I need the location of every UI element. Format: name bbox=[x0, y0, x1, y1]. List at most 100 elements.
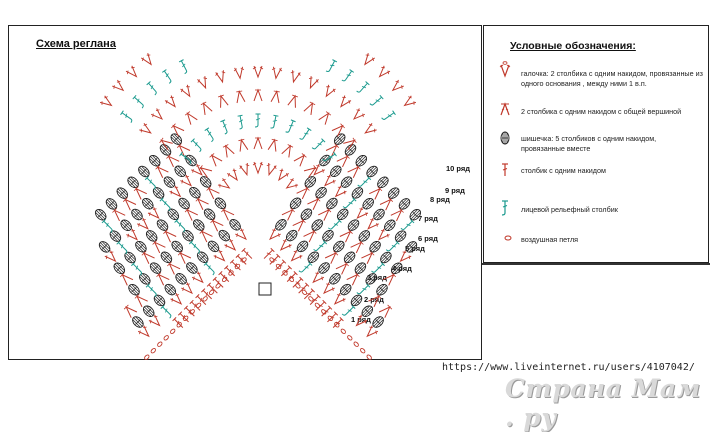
v-stitch bbox=[356, 207, 369, 219]
b-stitch bbox=[329, 273, 341, 285]
row-label-7: 7 ряд bbox=[418, 214, 438, 223]
v-stitch bbox=[285, 178, 299, 189]
c-stitch bbox=[308, 296, 314, 302]
v-stitch bbox=[139, 122, 152, 134]
a-stitch bbox=[177, 250, 192, 264]
c-stitch bbox=[176, 322, 182, 328]
crochet-diagram bbox=[94, 53, 512, 360]
a-stitch bbox=[133, 186, 147, 200]
b-stitch bbox=[142, 305, 155, 317]
d-stitch bbox=[292, 276, 304, 288]
a-stitch bbox=[152, 239, 166, 254]
v-stitch bbox=[364, 53, 375, 66]
a-stitch bbox=[155, 164, 169, 178]
c-stitch bbox=[241, 257, 247, 263]
c-stitch bbox=[157, 341, 163, 347]
a-stitch bbox=[343, 137, 357, 151]
galochka-icon bbox=[499, 61, 511, 78]
b-stitch bbox=[347, 219, 360, 231]
c-stitch bbox=[208, 289, 215, 296]
v-stitch bbox=[269, 228, 281, 241]
t-stitch bbox=[298, 261, 313, 273]
bobble-icon bbox=[500, 131, 510, 145]
v-stitch bbox=[279, 239, 292, 251]
b-stitch bbox=[167, 208, 180, 221]
scheme-frame bbox=[8, 25, 482, 360]
v-stitch bbox=[197, 76, 208, 90]
a-stitch bbox=[166, 153, 180, 168]
b-stitch bbox=[344, 144, 357, 156]
b-stitch bbox=[326, 197, 338, 210]
c-stitch bbox=[228, 270, 234, 276]
b-stitch bbox=[105, 198, 118, 210]
v-stitch bbox=[150, 108, 164, 120]
t-stitch bbox=[120, 110, 133, 123]
b-stitch bbox=[113, 262, 126, 275]
b-stitch bbox=[120, 219, 132, 232]
a-stitch bbox=[123, 304, 138, 318]
a-stitch bbox=[335, 261, 349, 275]
v-stitch bbox=[217, 178, 231, 189]
c-stitch bbox=[234, 263, 241, 270]
v-stitch bbox=[233, 66, 245, 80]
b-stitch bbox=[185, 154, 197, 167]
a-stitch bbox=[292, 218, 306, 232]
a-stitch bbox=[217, 94, 229, 108]
b-stitch bbox=[189, 186, 201, 199]
a-stitch bbox=[141, 250, 155, 264]
v-stitch bbox=[239, 163, 250, 177]
b-stitch bbox=[203, 208, 216, 220]
t-stitch bbox=[356, 81, 370, 93]
b-stitch bbox=[171, 240, 183, 253]
a-stitch bbox=[361, 250, 375, 264]
v-stitch bbox=[323, 174, 336, 187]
b-stitch bbox=[275, 219, 287, 231]
a-stitch bbox=[176, 143, 191, 157]
a-stitch bbox=[210, 218, 224, 232]
a-stitch bbox=[119, 272, 134, 286]
a-stitch bbox=[112, 207, 126, 222]
v-stitch bbox=[271, 66, 283, 80]
v-stitch bbox=[99, 95, 113, 107]
a-stitch bbox=[236, 90, 246, 104]
a-stitch bbox=[378, 304, 393, 318]
v-stitch bbox=[112, 79, 125, 92]
c-stitch bbox=[334, 322, 340, 328]
row-label-3: 3 ряд bbox=[367, 273, 387, 282]
t-stitch bbox=[101, 219, 113, 233]
t-stitch bbox=[341, 69, 355, 82]
c-stitch bbox=[360, 348, 366, 354]
v-stitch bbox=[313, 163, 325, 176]
d-stitch bbox=[304, 288, 315, 300]
v-stitch bbox=[333, 293, 346, 305]
v-stitch bbox=[399, 250, 412, 263]
t-stitch bbox=[341, 304, 356, 316]
b-stitch bbox=[358, 230, 371, 242]
a-stitch bbox=[336, 153, 350, 168]
v-stitch bbox=[169, 185, 182, 198]
b-stitch bbox=[174, 165, 186, 178]
b-stitch bbox=[207, 240, 220, 253]
t-stitch bbox=[132, 94, 144, 109]
v-stitch bbox=[403, 95, 417, 107]
v-stitch bbox=[364, 122, 377, 134]
t-stitch bbox=[131, 261, 142, 276]
a-stitch bbox=[303, 229, 317, 243]
b-stitch bbox=[377, 176, 389, 189]
legend-text-bobble: шишечка: 5 столбиков с одним накидом, пр… bbox=[521, 134, 657, 153]
legend-text-front-post: лицевой рельефный столбик bbox=[521, 205, 618, 214]
t-stitch bbox=[178, 59, 188, 75]
d-stitch bbox=[263, 247, 275, 259]
b-stitch bbox=[289, 197, 302, 210]
b-stitch bbox=[380, 251, 392, 264]
a-stitch bbox=[221, 207, 235, 221]
b-stitch bbox=[315, 186, 327, 199]
v-stitch bbox=[367, 217, 379, 230]
b-stitch bbox=[394, 230, 407, 242]
a-stitch bbox=[171, 123, 185, 137]
d-stitch bbox=[195, 294, 207, 305]
t-stitch bbox=[188, 240, 200, 254]
two-dc-together-icon bbox=[500, 102, 510, 116]
b-stitch bbox=[229, 219, 241, 231]
a-stitch bbox=[318, 207, 332, 221]
